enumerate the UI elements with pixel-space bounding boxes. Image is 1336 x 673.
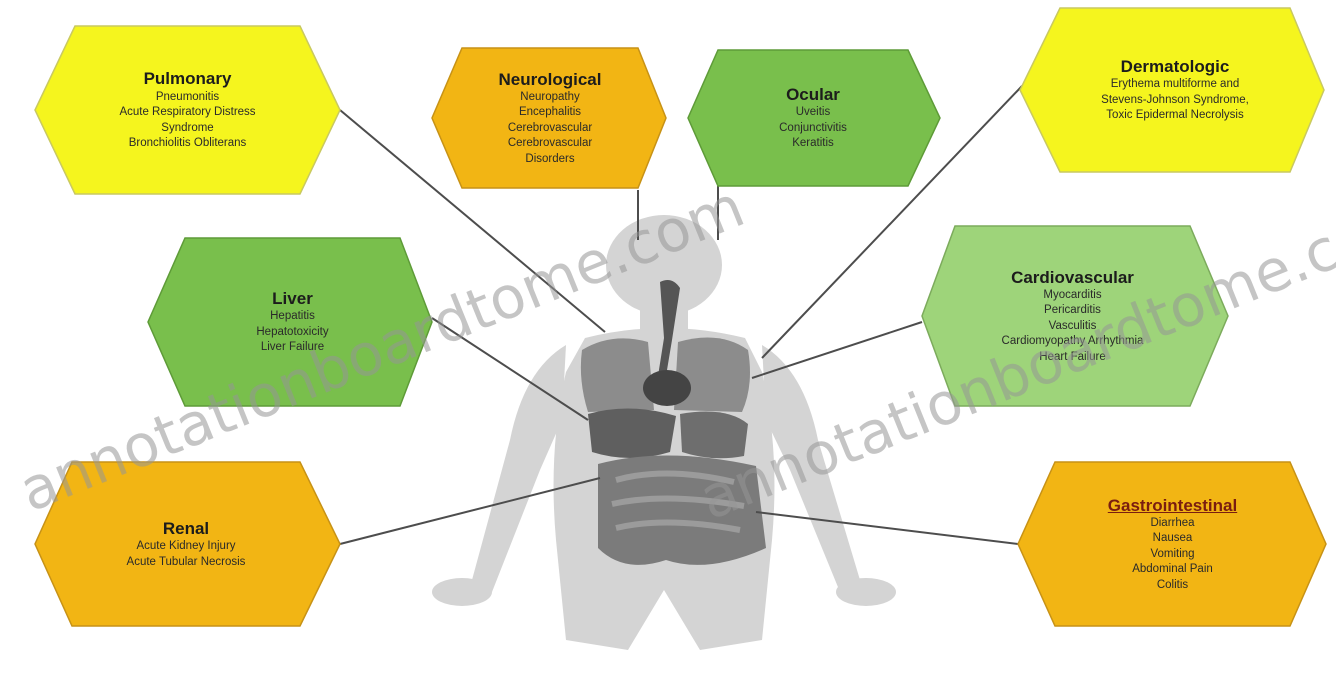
gastrointestinal-line: Vomiting [1150,547,1194,563]
ocular-title: Ocular [786,84,840,105]
gastrointestinal-connector [756,512,1018,544]
dermatologic-box: Dermatologic Erythema multiforme and Ste… [1060,8,1290,172]
right-hand-shape [836,578,896,606]
ocular-line: Keratitis [792,136,834,152]
left-arm-shape [472,345,566,592]
ocular-box: Ocular Uveitis Conjunctivitis Keratitis [718,50,908,186]
renal-box: Renal Acute Kidney Injury Acute Tubular … [72,462,300,626]
renal-line: Acute Kidney Injury [136,539,235,555]
pulmonary-box: Pulmonary Pneumonitis Acute Respiratory … [75,26,300,194]
cardiovascular-line: Heart Failure [1039,350,1105,366]
gastrointestinal-line: Colitis [1157,578,1188,594]
dermatologic-title: Dermatologic [1121,56,1230,77]
liver-line: Hepatitis [270,309,315,325]
neurological-title: Neurological [499,69,602,90]
heart-shape [643,370,691,406]
neurological-line: Cerebrovascular [508,136,592,152]
gastrointestinal-line: Diarrhea [1150,516,1194,532]
pulmonary-line: Bronchiolitis Obliterans [129,136,247,152]
internal-organs [581,280,766,565]
dermatologic-line: Toxic Epidermal Necrolysis [1106,108,1243,124]
cardiovascular-line: Cardiomyopathy Arrhythmia [1002,334,1144,350]
cardiovascular-connector [752,322,922,378]
gastrointestinal-box: Gastrointestinal Diarrhea Nausea Vomitin… [1055,462,1290,626]
neurological-line: Neuropathy [520,90,579,106]
liver-line: Hepatotoxicity [256,325,328,341]
neurological-line: Cerebrovascular [508,121,592,137]
stomach-shape [680,412,748,459]
cardiovascular-line: Pericarditis [1044,303,1101,319]
liver-line: Liver Failure [261,340,324,356]
dermatologic-line: Erythema multiforme and [1111,77,1239,93]
ocular-line: Conjunctivitis [779,121,847,137]
neurological-line: Disorders [525,152,574,168]
renal-line: Acute Tubular Necrosis [127,555,246,571]
liver-box: Liver Hepatitis Hepatotoxicity Liver Fai… [185,238,400,406]
renal-title: Renal [163,518,209,539]
liver-title: Liver [272,288,313,309]
ocular-line: Uveitis [796,105,831,121]
right-arm-shape [762,345,860,592]
pulmonary-line: Pneumonitis [156,90,219,106]
pulmonary-line: Syndrome [161,121,213,137]
gastrointestinal-line: Nausea [1153,531,1193,547]
neurological-line: Encephalitis [519,105,581,121]
pulmonary-line: Acute Respiratory Distress [119,105,255,121]
left-lung-shape [674,338,750,413]
cardiovascular-line: Vasculitis [1049,319,1097,335]
left-hand-shape [432,578,492,606]
gastrointestinal-line: Abdominal Pain [1132,562,1213,578]
pulmonary-title: Pulmonary [144,68,232,89]
cardiovascular-line: Myocarditis [1043,288,1101,304]
right-lung-shape [581,338,654,412]
cardiovascular-title: Cardiovascular [1011,267,1134,288]
gastrointestinal-title: Gastrointestinal [1108,495,1237,516]
liver-shape [588,408,676,458]
cardiovascular-box: Cardiovascular Myocarditis Pericarditis … [955,226,1190,406]
neurological-box: Neurological Neuropathy Encephalitis Cer… [462,48,638,188]
dermatologic-line: Stevens-Johnson Syndrome, [1101,93,1249,109]
